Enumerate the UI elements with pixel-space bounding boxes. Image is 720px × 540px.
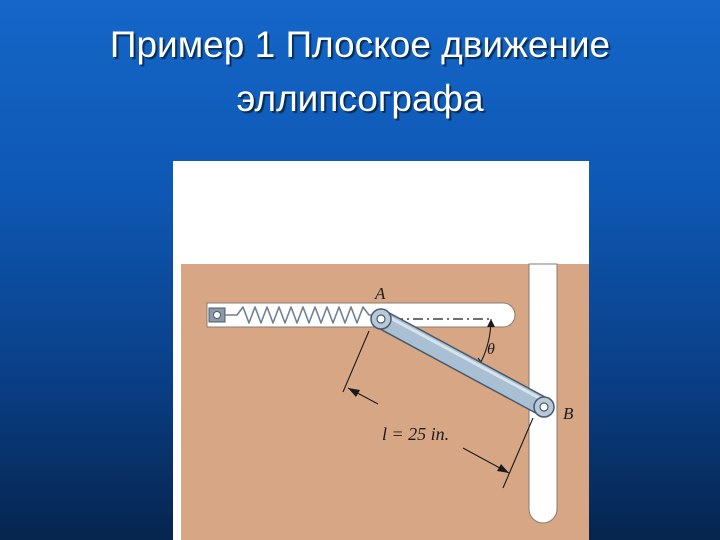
label-b: B xyxy=(563,404,574,423)
link-rod-highlight xyxy=(383,313,543,401)
label-a: A xyxy=(374,284,386,303)
slide-title-line-1: Пример 1 Плоское движение xyxy=(109,24,611,65)
ellipsograph-drawing: A B θ l = 25 in. xyxy=(181,263,589,540)
horizontal-slot xyxy=(206,302,516,328)
spring-anchor xyxy=(208,307,226,323)
theta-arrow-top xyxy=(487,319,495,327)
ellipsograph-figure: A B θ l = 25 in. xyxy=(173,161,589,540)
link-rod xyxy=(372,310,553,416)
spring xyxy=(225,306,381,324)
label-theta: θ xyxy=(487,341,495,358)
slide-title-line-2: эллипсографа xyxy=(236,78,484,119)
pin-a xyxy=(370,308,392,330)
pin-b xyxy=(533,396,555,418)
vertical-slot xyxy=(528,263,558,524)
label-length: l = 25 in. xyxy=(382,424,449,444)
length-dimension xyxy=(342,330,534,489)
slide-title: Пример 1 Плоское движение эллипсографа xyxy=(0,18,720,126)
